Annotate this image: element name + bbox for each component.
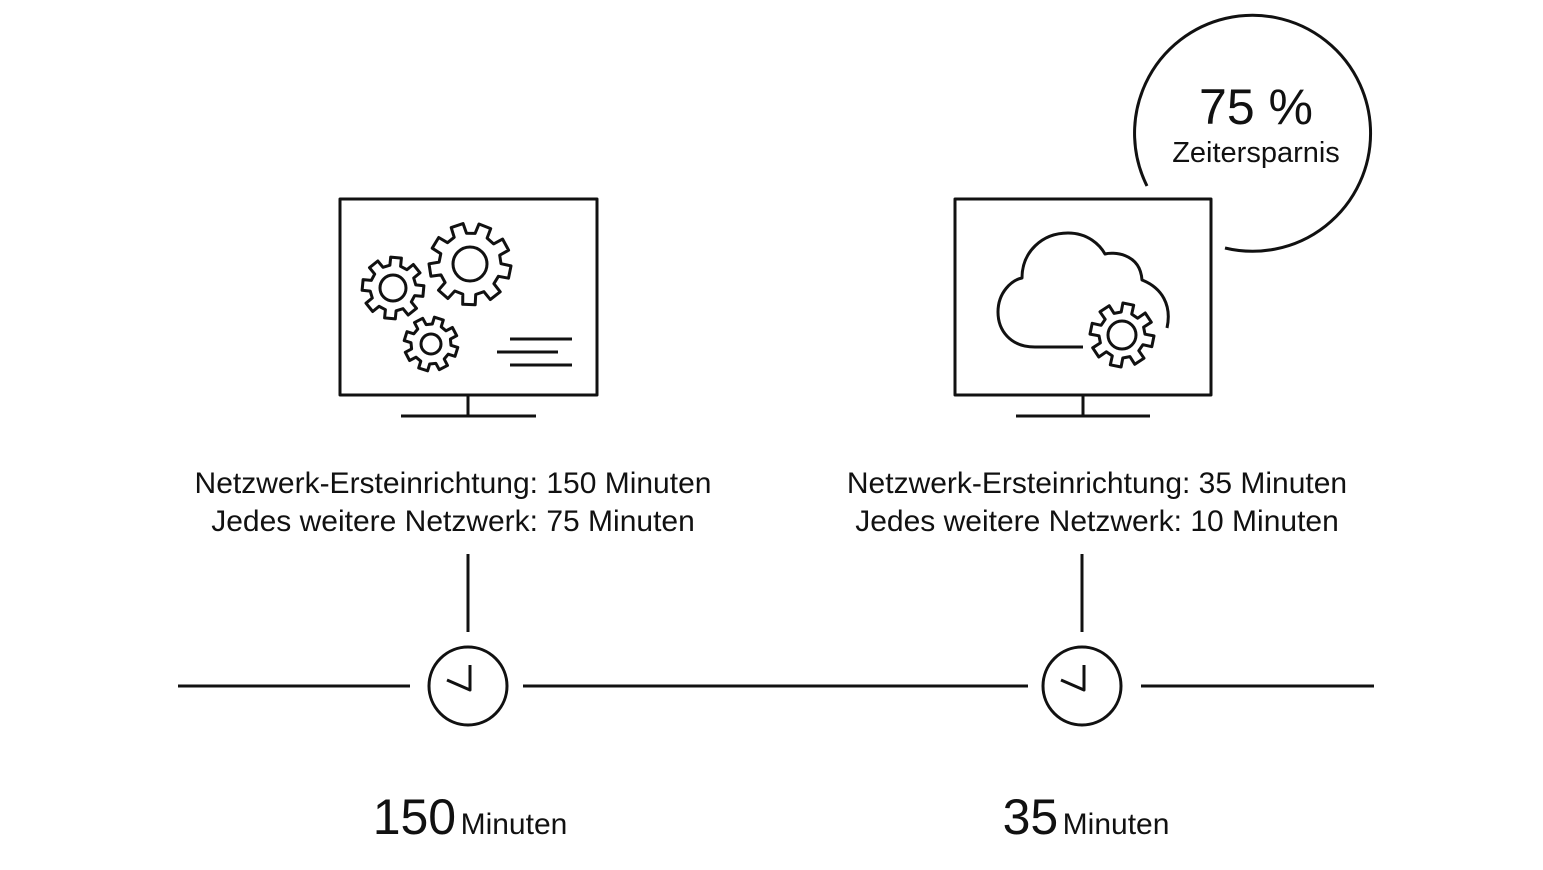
left-monitor-icon bbox=[338, 197, 599, 418]
right-description: Netzwerk-Ersteinrichtung: 35 Minuten Jed… bbox=[792, 465, 1402, 541]
gear-hole bbox=[419, 332, 443, 356]
right-total-value: 35 bbox=[1002, 789, 1059, 845]
gear-icon bbox=[1088, 301, 1156, 369]
timeline bbox=[178, 554, 1374, 688]
clock-icon bbox=[1041, 645, 1123, 727]
left-total-unit: Minuten bbox=[460, 808, 568, 841]
gear-icon bbox=[360, 255, 426, 321]
left-description: Netzwerk-Ersteinrichtung: 150 Minuten Je… bbox=[148, 465, 758, 541]
gear-hole bbox=[451, 245, 489, 283]
clock-icon bbox=[427, 645, 509, 727]
gear-outline bbox=[360, 255, 426, 321]
left-additional-time: Jedes weitere Netzwerk: 75 Minuten bbox=[211, 505, 695, 538]
gear-hole bbox=[378, 273, 408, 303]
gear-outline bbox=[402, 315, 460, 373]
right-monitor-icon bbox=[953, 197, 1213, 418]
savings-percent: 75 % bbox=[1199, 79, 1313, 135]
right-total: 35 Minuten bbox=[916, 788, 1256, 846]
cloud-icon bbox=[996, 231, 1170, 349]
left-total: 150 Minuten bbox=[300, 788, 640, 846]
right-total-unit: Minuten bbox=[1062, 808, 1170, 841]
savings-label: Zeitersparnis bbox=[1172, 137, 1340, 169]
left-total-value: 150 bbox=[372, 789, 457, 845]
savings-badge-circle bbox=[1133, 13, 1373, 253]
gear-hole bbox=[1106, 319, 1138, 351]
gear-icon bbox=[427, 222, 513, 307]
gear-outline bbox=[427, 222, 513, 307]
gear-outline bbox=[1088, 301, 1156, 369]
left-setup-time: Netzwerk-Ersteinrichtung: 150 Minuten bbox=[194, 467, 712, 500]
right-additional-time: Jedes weitere Netzwerk: 10 Minuten bbox=[855, 505, 1339, 538]
gear-icon bbox=[402, 315, 460, 373]
right-setup-time: Netzwerk-Ersteinrichtung: 35 Minuten bbox=[846, 467, 1348, 500]
